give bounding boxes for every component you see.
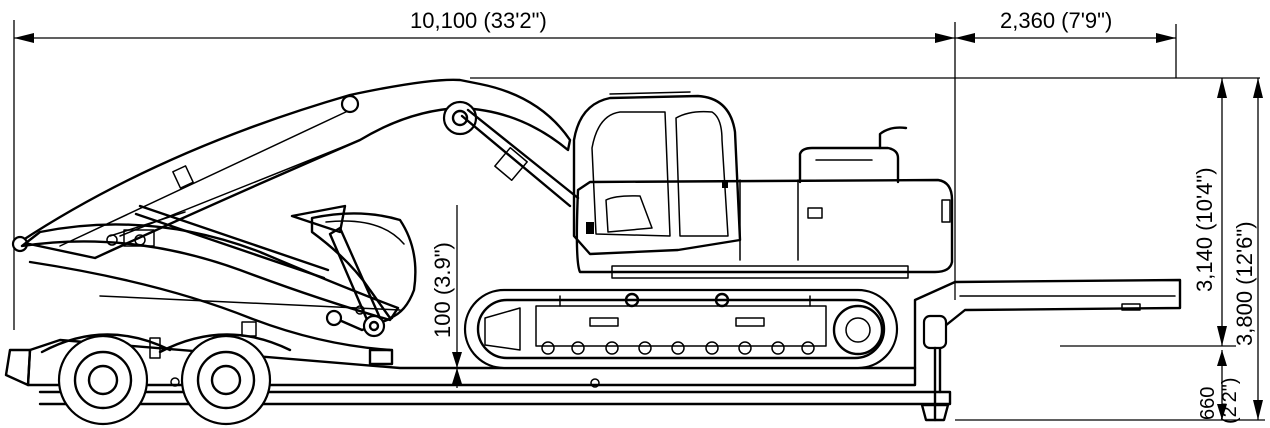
ground-clearance-label: 100 (3.9ʺ) (430, 242, 455, 338)
transport-height-label: 3,800 (12ʹ6ʺ) (1232, 221, 1257, 346)
deck-height-label: 660 (1197, 387, 1219, 420)
upper-structure (572, 91, 954, 279)
machine-height-label: 3,140 (10ʹ4ʺ) (1192, 167, 1217, 292)
lowboy-trailer (4, 278, 1182, 422)
dimension-lines (13, 20, 1265, 421)
crawler-track (463, 288, 899, 370)
dimension-labels: 10,100 (33ʹ2ʺ) 2,360 (7ʹ9ʺ) 3,140 (10ʹ4ʺ… (410, 8, 1257, 424)
overall-width-label: 2,360 (7ʹ9ʺ) (1000, 8, 1112, 33)
excavator-bucket (290, 204, 417, 366)
overall-length-label: 10,100 (33ʹ2ʺ) (410, 8, 547, 33)
deck-height-imperial-label: (2ʹ2ʺ) (1219, 378, 1241, 424)
excavator-arm (20, 165, 401, 352)
excavator-boom (11, 78, 580, 260)
trailer-wheels (57, 334, 272, 426)
